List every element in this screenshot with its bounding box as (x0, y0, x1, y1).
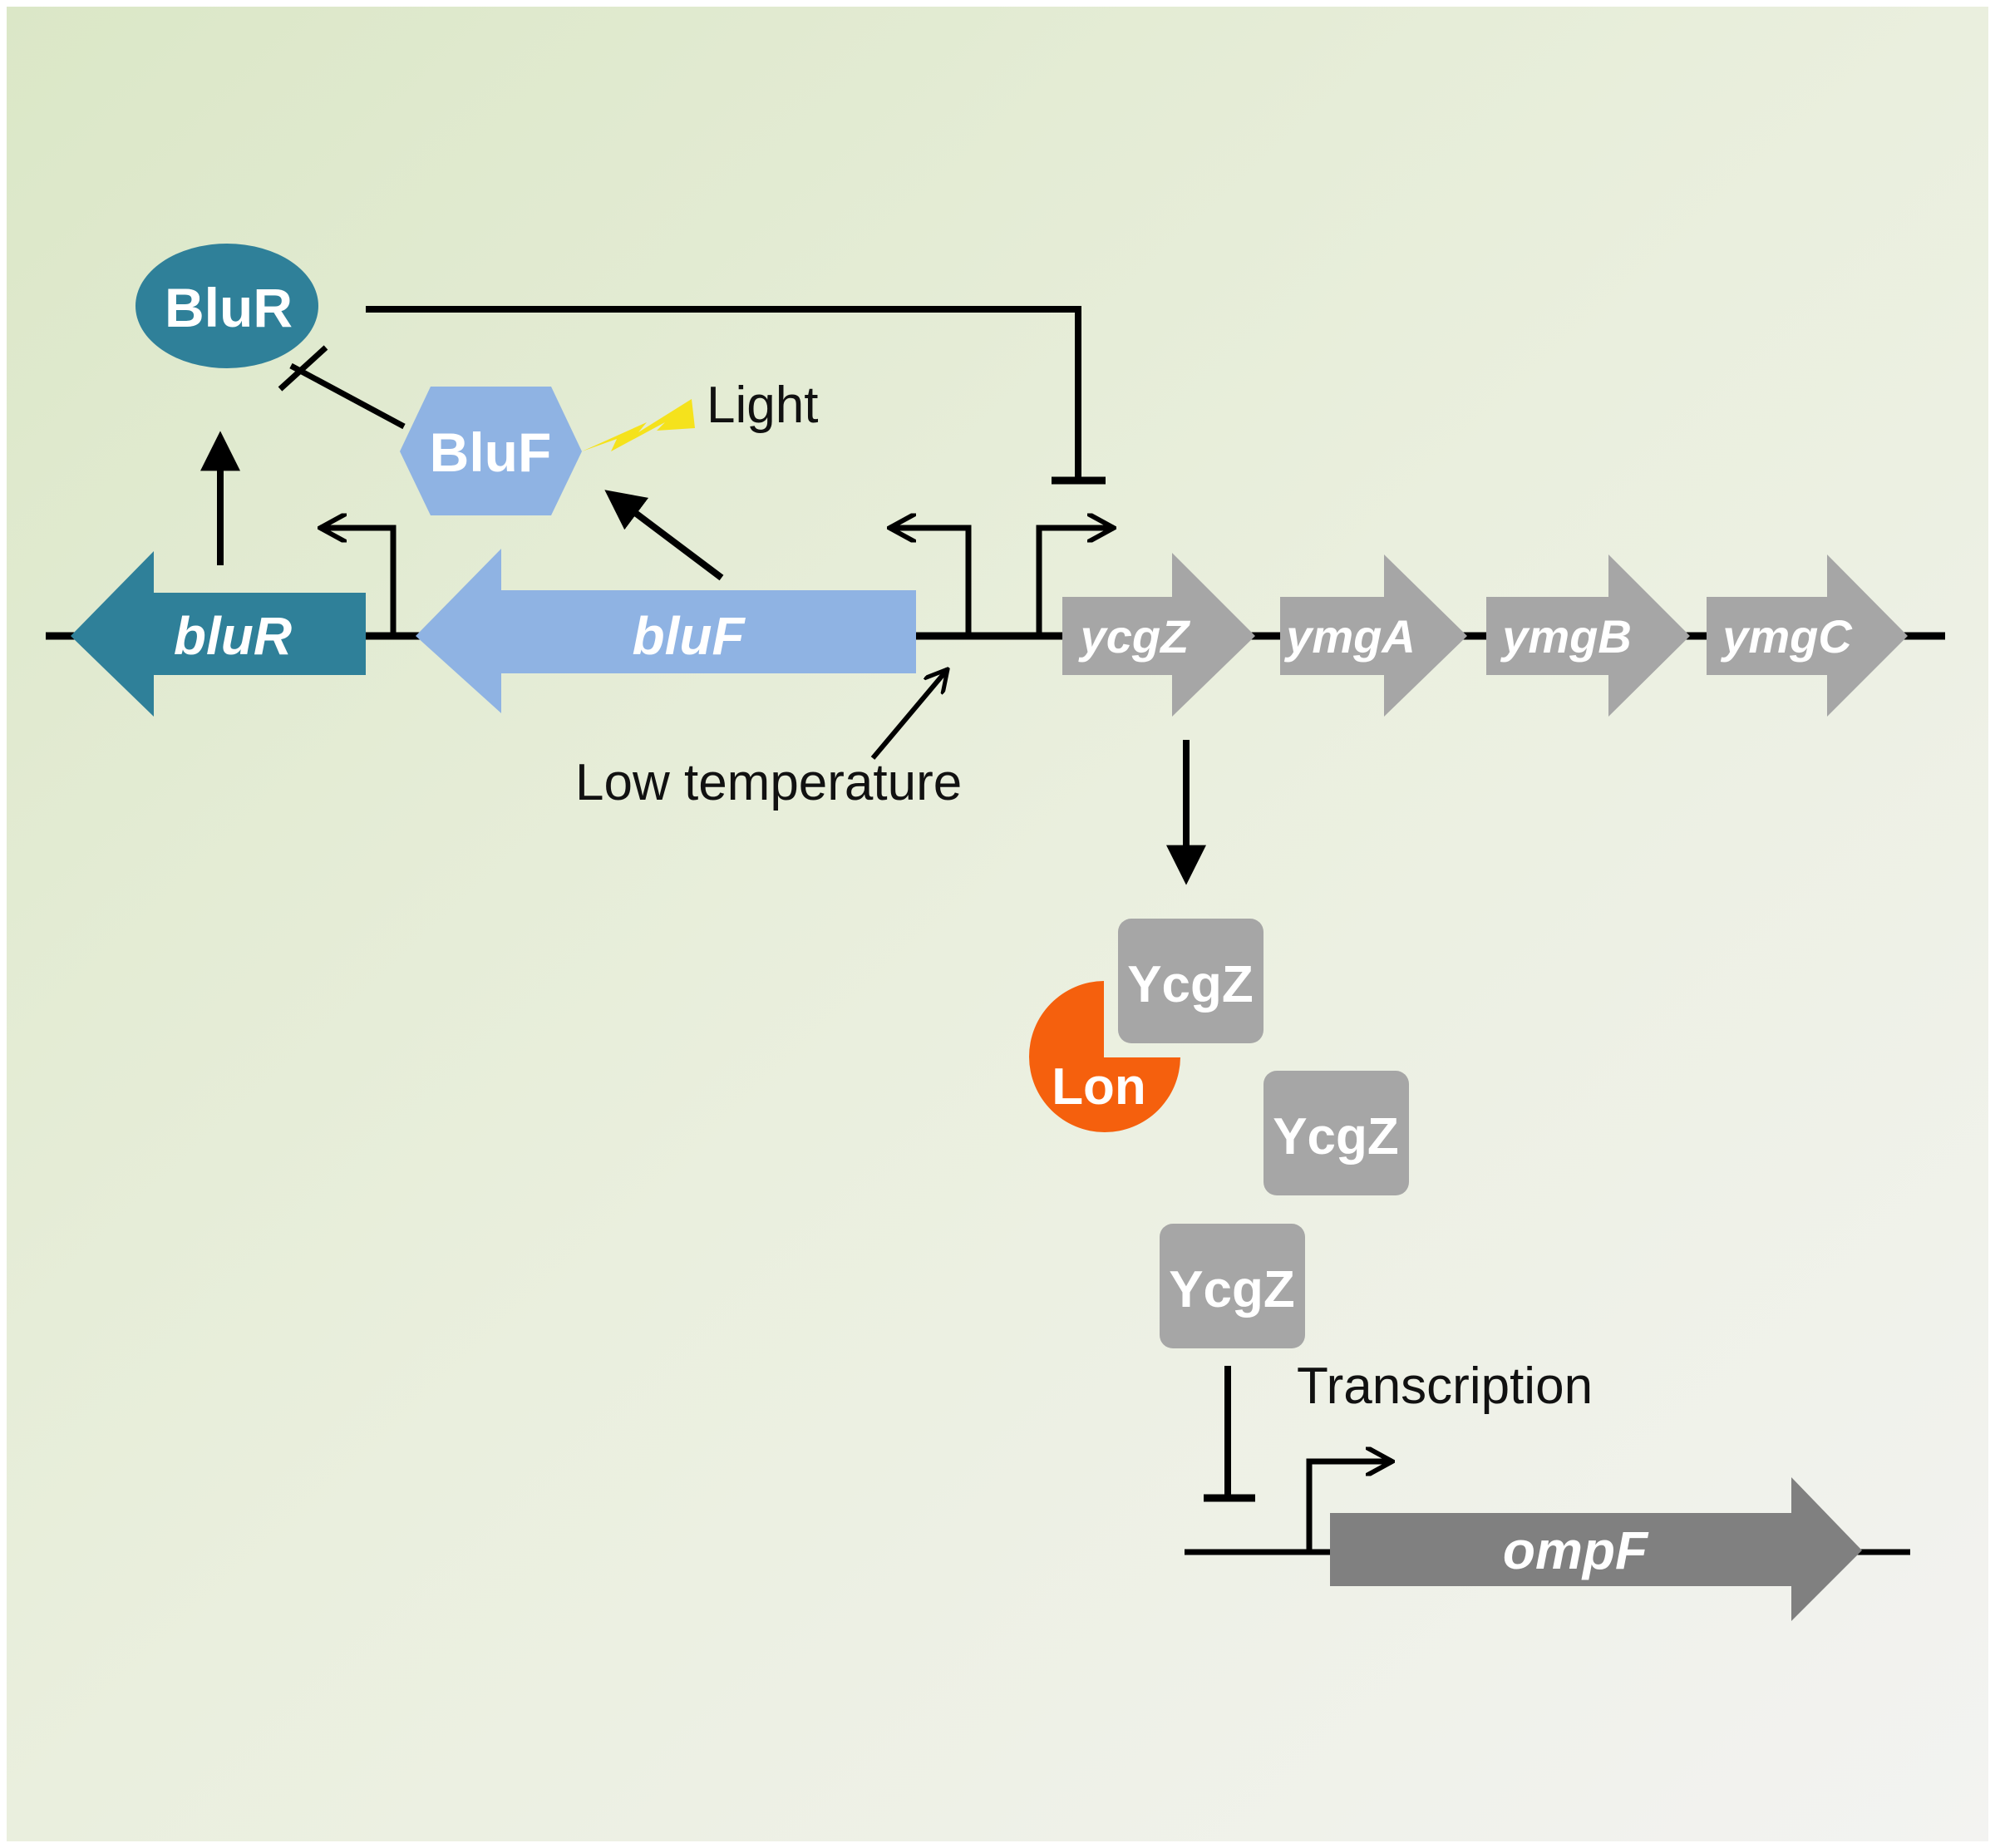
gene-ymgC-label: ymgC (1720, 610, 1853, 663)
inhibition-bluF-to-bluR-bar (278, 345, 328, 392)
promoter-ycgZ (1036, 528, 1114, 636)
gene-ymgA-arrow (1280, 554, 1467, 717)
protein-YcgZ-1-label: YcgZ (1127, 956, 1254, 1013)
gene-bluR-arrow (71, 551, 366, 717)
gene-bluF-label: bluF (632, 606, 746, 666)
protein-BluR (135, 244, 318, 368)
protein-YcgZ-2 (1264, 1071, 1409, 1195)
gene-ymgA-label: ymgA (1283, 610, 1416, 663)
lightning-bolt-icon (582, 399, 695, 451)
gene-ymgB-label: ymgB (1500, 610, 1632, 663)
protein-BluF-label: BluF (430, 421, 552, 483)
light-label: Light (707, 377, 818, 434)
protein-YcgZ-3-label: YcgZ (1169, 1261, 1295, 1318)
low-temperature-label: Low temperature (575, 754, 962, 811)
protein-YcgZ-2-label: YcgZ (1273, 1108, 1399, 1165)
protein-Lon-label: Lon (1052, 1058, 1146, 1116)
arrow-low-temperature (870, 669, 948, 760)
gene-ycgZ-label: ycgZ (1078, 610, 1190, 663)
gene-ompF-arrow (1330, 1477, 1862, 1621)
gene-ycgZ-arrow (1062, 553, 1255, 717)
protein-Lon (1029, 981, 1180, 1132)
promoter-ompF (1306, 1461, 1392, 1552)
protein-BluR-label: BluR (165, 277, 293, 338)
transcription-label: Transcription (1297, 1358, 1593, 1415)
gene-bluF-arrow (416, 549, 916, 713)
arrow-bluF-expression (604, 490, 724, 581)
gene-ymgB-arrow (1486, 554, 1690, 717)
gene-ymgC-arrow (1707, 554, 1908, 717)
gene-bluR-label: bluR (174, 606, 292, 666)
gene-ompF-label: ompF (1503, 1520, 1649, 1580)
protein-YcgZ-3 (1160, 1224, 1305, 1348)
inhibition-bluR-to-ycgZ (366, 306, 1081, 480)
protein-YcgZ-1 (1118, 919, 1264, 1043)
inhibition-bluF-to-bluR (289, 362, 406, 430)
promoter-bluR (320, 528, 397, 636)
protein-BluF (400, 387, 582, 515)
promoter-bluF (889, 528, 972, 636)
